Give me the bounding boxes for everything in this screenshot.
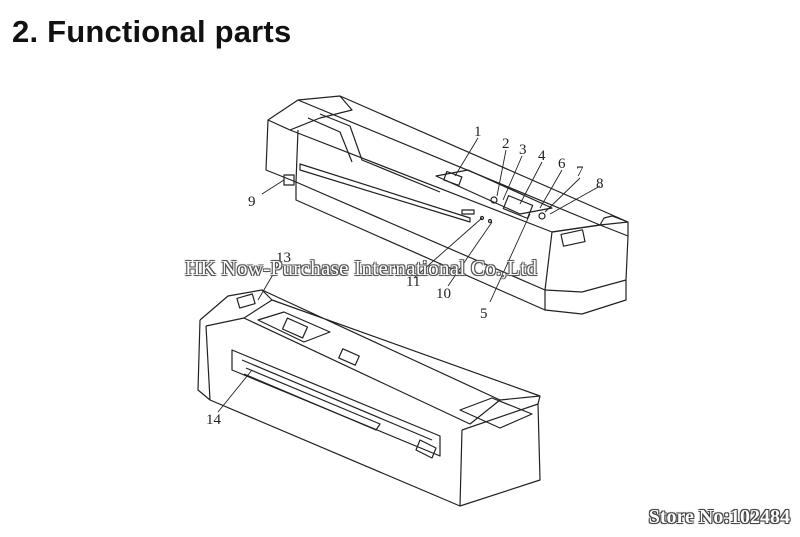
scanner-top-view <box>265 95 629 315</box>
callout-6: 6 <box>558 156 566 172</box>
callout-10: 10 <box>436 286 451 302</box>
callout-11: 11 <box>406 274 420 290</box>
page-title: 2. Functional parts <box>12 14 292 49</box>
callout-8: 8 <box>596 176 604 192</box>
callout-14: 14 <box>206 412 222 428</box>
scanner-bottom-view <box>197 289 541 507</box>
callout-7: 7 <box>576 164 584 180</box>
watermark-text: HK Now-Purchase International Co.,Ltd <box>185 256 538 280</box>
callout-13: 13 <box>276 250 291 266</box>
leader-lines <box>217 137 601 413</box>
callout-5: 5 <box>480 306 488 322</box>
callout-4: 4 <box>538 148 546 164</box>
callout-2: 2 <box>502 136 510 152</box>
callout-9: 9 <box>248 194 256 210</box>
callout-1: 1 <box>474 124 482 140</box>
callout-3: 3 <box>519 142 527 158</box>
store-number-label: Store No:102484 <box>648 506 790 528</box>
